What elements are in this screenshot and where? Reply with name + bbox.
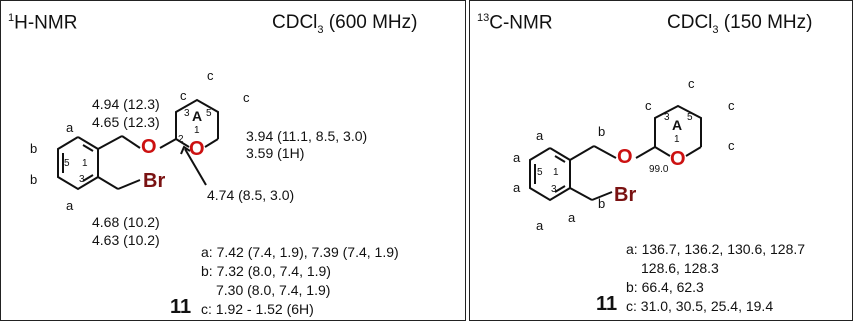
c-ring-pos-1: 1 (674, 134, 680, 145)
c-benzene-inner-3 (554, 185, 566, 193)
h-shift-ch2o-2: 4.65 (12.3) (92, 114, 160, 130)
c-ether-oxygen: O (617, 146, 633, 168)
c-ring-oxygen: O (670, 148, 686, 170)
c-label-c-left: c (645, 98, 652, 113)
c-compound-number: 11 (596, 293, 618, 315)
c-ch2o-bond (569, 145, 595, 161)
c-assignment-a-2: 128.6, 128.3 (641, 260, 719, 276)
h-bromine: Br (143, 170, 166, 192)
c-panel-solvent: CDCl3 (150 MHz) (667, 12, 813, 36)
c-pyran-o-bond-1 (654, 146, 671, 157)
c-assignment-b: b: 66.4, 62.3 (626, 279, 704, 295)
h-pyran-o-bond-2 (204, 138, 219, 148)
c-bromine: Br (614, 184, 637, 206)
c-o-anomeric-bond (635, 146, 656, 159)
h-ring-label-a: A (192, 108, 203, 124)
c-label-a-left: a (513, 150, 521, 165)
h-o-anomeric-bond (159, 138, 177, 149)
h-shift-ch2br-2: 4.63 (10.2) (92, 232, 160, 248)
h-shift-h6-2: 3.59 (1H) (246, 145, 305, 161)
h-benz-3: 3 (79, 174, 85, 185)
h-label-b-top: b (30, 141, 38, 156)
h-shift-ch2o-1: 4.94 (12.3) (92, 96, 160, 112)
h-pyran-ring (175, 98, 219, 139)
c-label-b-bottom: b (598, 196, 606, 211)
h-ring-pos-5: 5 (206, 108, 212, 119)
h-label-a-top: a (66, 120, 74, 135)
h-benz-5: 5 (64, 158, 70, 169)
c-benz-3: 3 (551, 184, 557, 195)
h-assignment-a: a: 7.42 (7.4, 1.9), 7.39 (7.4, 1.9) (201, 244, 399, 260)
c-label-b-top: b (598, 124, 606, 139)
h-benzene-inner-3 (82, 174, 94, 182)
h-ch2br-bond-2 (117, 179, 141, 190)
c-ring-label-a: A (672, 117, 683, 133)
h-pyran-o-bond-1 (175, 138, 190, 148)
h-ch2o-bond-2 (121, 135, 141, 149)
c-label-c-top: c (688, 76, 695, 91)
h-compound-number: 11 (170, 296, 192, 318)
c-benz-1: 1 (553, 167, 559, 178)
h-benz-1: 1 (82, 158, 88, 169)
c-label-a-mid: a (513, 180, 521, 195)
c-anomeric-shift: 99.0 (649, 164, 669, 175)
h-ch2br-bond (97, 176, 119, 190)
h-label-c-right: c (243, 90, 250, 105)
h-label-c-left: c (180, 88, 187, 103)
c-panel-title: 13C-NMR (477, 12, 553, 34)
c-label-a-bottom-2: a (568, 210, 576, 225)
h-ether-oxygen: O (141, 136, 157, 158)
h-ch2o-bond (97, 135, 123, 150)
c-ch2o-bond-2 (593, 145, 617, 159)
c-assignment-c: c: 31.0, 30.5, 25.4, 19.4 (626, 298, 774, 314)
c-pyran-ring (654, 104, 702, 147)
c-assignment-a: a: 136.7, 136.2, 130.6, 128.7 (626, 241, 806, 257)
h-assignment-c: c: 1.92 - 1.52 (6H) (201, 301, 314, 317)
h-panel-solvent: CDCl3 (600 MHz) (272, 12, 418, 36)
c-pyran-o-bond-2 (685, 146, 702, 157)
c-ch2br-bond (569, 187, 593, 201)
h-ring-pos-3: 3 (184, 108, 190, 119)
h-shift-anomeric: 4.74 (8.5, 3.0) (207, 187, 295, 203)
c-benz-5: 5 (537, 167, 543, 178)
h-assignment-b: b: 7.32 (8.0, 7.4, 1.9) (201, 263, 331, 279)
h-label-c-top: c (207, 68, 214, 83)
c-label-c-right: c (728, 98, 735, 113)
c-benzene-inner-1 (554, 155, 566, 163)
h-panel-title: 1H-NMR (8, 12, 78, 34)
h-label-a-bottom: a (66, 198, 74, 213)
c-label-c-bottom: c (728, 138, 735, 153)
h-shift-h6-1: 3.94 (11.1, 8.5, 3.0) (246, 128, 368, 144)
h-ring-pos-1: 1 (194, 125, 200, 136)
c-ring-pos-5: 5 (687, 112, 693, 123)
h-anomeric-arrowhead (180, 145, 191, 155)
h-assignment-b-2: 7.30 (8.0, 7.4, 1.9) (216, 282, 331, 298)
c-ring-pos-3: 3 (664, 112, 670, 123)
h-benzene-inner-1 (82, 144, 94, 152)
c-ch2br-bond-2 (591, 191, 613, 201)
h-shift-ch2br-1: 4.68 (10.2) (92, 214, 160, 230)
h-ring-oxygen: O (189, 138, 205, 160)
h-ring-pos-2: 2 (178, 134, 184, 145)
h-label-b-bottom: b (30, 172, 38, 187)
c-label-a-bottom: a (536, 218, 544, 233)
c-label-a-top: a (536, 128, 544, 143)
h-anomeric-arrow (184, 148, 207, 186)
